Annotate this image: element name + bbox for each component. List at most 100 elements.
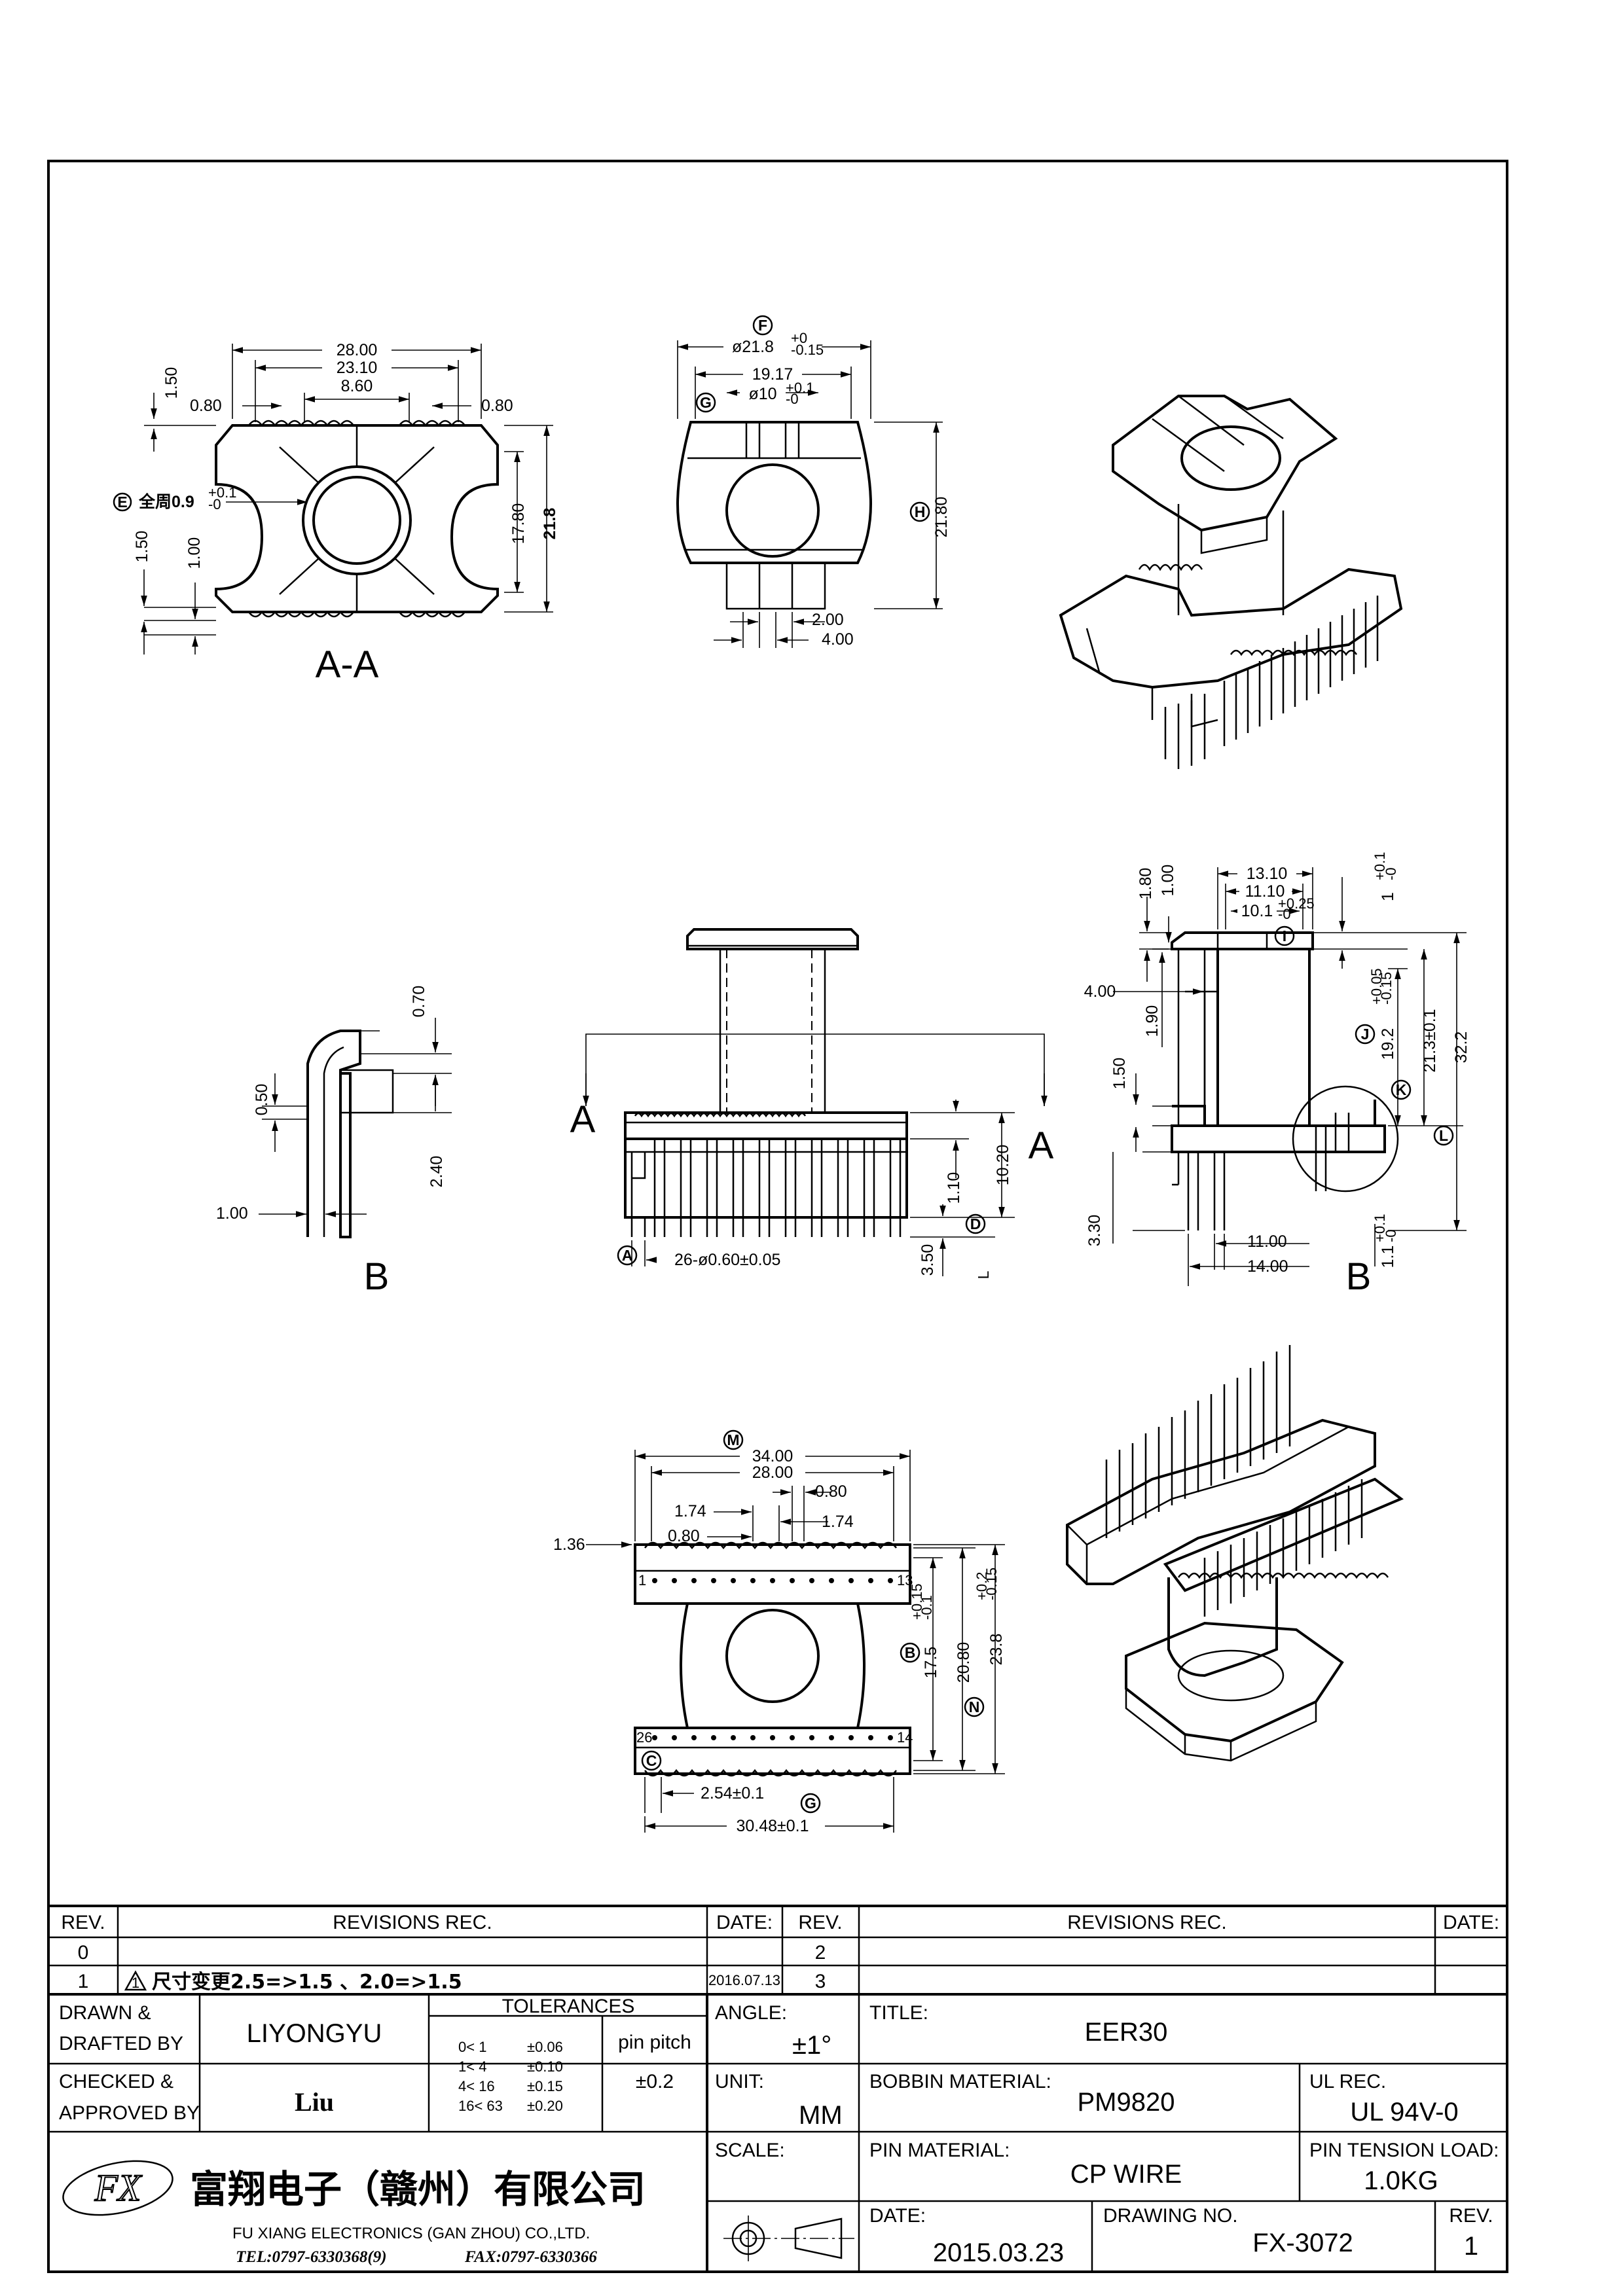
company-name-en: FU XIANG ELECTRONICS (GAN ZHOU) CO.,LTD. — [232, 2225, 590, 2242]
svg-text:21.8: 21.8 — [541, 508, 559, 540]
svg-text:0.80: 0.80 — [815, 1482, 847, 1501]
svg-text:+0.1: +0.1 — [1372, 1214, 1388, 1242]
balloon-m: M — [727, 1431, 739, 1448]
svg-text:-0: -0 — [1278, 906, 1291, 922]
date-header-right: DATE: — [1443, 1912, 1499, 1933]
svg-text:+0.1: +0.1 — [1372, 852, 1388, 880]
svg-text:11.10: 11.10 — [1245, 882, 1285, 901]
svg-text:32.2: 32.2 — [1452, 1031, 1470, 1064]
svg-text:21.3±0.1: 21.3±0.1 — [1421, 1009, 1439, 1072]
isometric-view-bottom — [1066, 1345, 1404, 1762]
svg-text:2.00: 2.00 — [812, 611, 844, 629]
balloon-c: C — [646, 1752, 657, 1769]
svg-text:UL REC.: UL REC. — [1309, 2071, 1386, 2092]
svg-text:20.80: 20.80 — [955, 1642, 973, 1683]
svg-text:+0.2: +0.2 — [974, 1572, 990, 1600]
svg-text:23.10: 23.10 — [337, 359, 378, 377]
svg-text:FX: FX — [94, 2166, 143, 2209]
svg-text:-0.15: -0.15 — [1378, 972, 1395, 1005]
balloon-d: D — [970, 1215, 981, 1232]
bobbin-material: PM9820 — [1078, 2088, 1175, 2117]
rev-row-3: 3 — [815, 1971, 826, 1992]
balloon-n: N — [969, 1698, 980, 1715]
svg-text:+0.1: +0.1 — [786, 380, 814, 396]
svg-text:11.00: 11.00 — [1247, 1232, 1287, 1251]
svg-text:1.1: 1.1 — [1379, 1246, 1397, 1268]
svg-text:4.00: 4.00 — [1084, 982, 1116, 1001]
svg-text:4.00: 4.00 — [822, 630, 854, 649]
rev-row-1: 1 — [78, 1971, 89, 1992]
svg-text:-0: -0 — [1383, 867, 1399, 880]
view-label-b-right: B — [1346, 1255, 1372, 1298]
balloon-a: A — [622, 1247, 633, 1264]
svg-text:1.74: 1.74 — [822, 1513, 854, 1531]
svg-text:4< 16: 4< 16 — [458, 2078, 495, 2094]
svg-text:17.5: 17.5 — [922, 1647, 940, 1679]
svg-text:0.80: 0.80 — [190, 397, 222, 415]
svg-text:ø10: ø10 — [748, 385, 776, 403]
balloon-e: E — [117, 493, 127, 511]
svg-text:DRAFTED BY: DRAFTED BY — [59, 2033, 183, 2054]
svg-text:+0.1: +0.1 — [208, 484, 236, 501]
balloon-k: K — [1396, 1081, 1407, 1098]
svg-text:16< 63: 16< 63 — [458, 2098, 503, 2114]
pin-material: CP WIRE — [1070, 2160, 1182, 2189]
svg-text:DRAWING NO.: DRAWING NO. — [1103, 2205, 1238, 2227]
detail-b-view: 0.70 0.50 2.40 1.00 B — [216, 986, 452, 1298]
company-logo: FX — [62, 2160, 173, 2216]
svg-text:-0.1: -0.1 — [919, 1595, 935, 1620]
drawing-number: FX-3072 — [1252, 2229, 1353, 2257]
rev-row-2: 2 — [815, 1942, 826, 1964]
pin-tension-load: 1.0KG — [1364, 2166, 1438, 2195]
view-label-aa: A-A — [316, 643, 379, 686]
svg-text:PIN TENSION LOAD:: PIN TENSION LOAD: — [1309, 2140, 1499, 2161]
svg-text:23.8: 23.8 — [987, 1634, 1006, 1666]
drawn-by-name: LIYONGYU — [247, 2019, 382, 2048]
balloon-b: B — [905, 1644, 916, 1661]
svg-text:1.00: 1.00 — [216, 1204, 248, 1223]
svg-text:8.60: 8.60 — [341, 377, 373, 395]
svg-text:14: 14 — [897, 1729, 913, 1746]
svg-text:13.10: 13.10 — [1247, 865, 1288, 883]
svg-text:±0.15: ±0.15 — [527, 2078, 563, 2094]
svg-text:1: 1 — [1379, 892, 1397, 901]
drawing-rev: 1 — [1464, 2232, 1478, 2261]
svg-text:0< 1: 0< 1 — [458, 2039, 486, 2055]
svg-text:+0.15: +0.15 — [909, 1583, 925, 1620]
section-aa-view: 28.00 23.10 8.60 0.80 0.80 1.50 1.50 1.0… — [113, 339, 559, 686]
revisions-rec-header-right: REVISIONS REC. — [1067, 1912, 1226, 1933]
date-header-left: DATE: — [716, 1912, 773, 1933]
front-view: A A 10.20 1.10 3.50 D L A 26-ø0.60±0.05 — [570, 928, 1054, 1279]
svg-text:BOBBIN MATERIAL:: BOBBIN MATERIAL: — [869, 2071, 1051, 2092]
svg-text:2.54±0.1: 2.54±0.1 — [701, 1784, 764, 1803]
svg-text:SCALE:: SCALE: — [715, 2140, 785, 2161]
svg-text:CHECKED &: CHECKED & — [59, 2071, 173, 2092]
svg-text:TITLE:: TITLE: — [869, 2002, 928, 2024]
section-mark-a-right: A — [1029, 1124, 1054, 1167]
svg-text:1.90: 1.90 — [1143, 1005, 1161, 1037]
svg-text:1.50: 1.50 — [133, 531, 151, 563]
svg-text:1.00: 1.00 — [185, 537, 204, 569]
svg-text:±0.20: ±0.20 — [527, 2098, 563, 2114]
company-name-cn: 富翔电子（赣州）有限公司 — [190, 2167, 646, 2212]
section-mark-a-left: A — [570, 1098, 596, 1141]
svg-text:2.40: 2.40 — [428, 1156, 446, 1188]
dim-aa-width: 28.00 — [337, 341, 378, 359]
isometric-view-top — [1059, 395, 1403, 769]
balloon-h: H — [915, 503, 926, 520]
svg-text:10.1: 10.1 — [1241, 902, 1273, 920]
svg-text:1.50: 1.50 — [1110, 1058, 1129, 1090]
svg-text:1.80: 1.80 — [1137, 868, 1155, 900]
bottom-view: 1 13 26 14 34.00 M 28.00 0.80 1.74 1.74 … — [553, 1429, 1006, 1835]
tolerances-label: TOLERANCES — [502, 1996, 635, 2017]
svg-text:19.2: 19.2 — [1379, 1028, 1397, 1060]
side-view: 13.10 11.10 10.1 +0.25 -0 I 1.80 1.00 1 … — [1084, 852, 1470, 1298]
revisions-rec-header-left: REVISIONS REC. — [333, 1912, 492, 1933]
pin-pitch-tolerance: ±0.2 — [636, 2071, 674, 2092]
unit-value: MM — [799, 2101, 843, 2130]
angle-value: ±1° — [792, 2031, 831, 2060]
svg-text:DRAWN &: DRAWN & — [59, 2002, 151, 2024]
svg-text:1< 4: 1< 4 — [458, 2058, 486, 2075]
svg-text:0.80: 0.80 — [481, 397, 513, 415]
